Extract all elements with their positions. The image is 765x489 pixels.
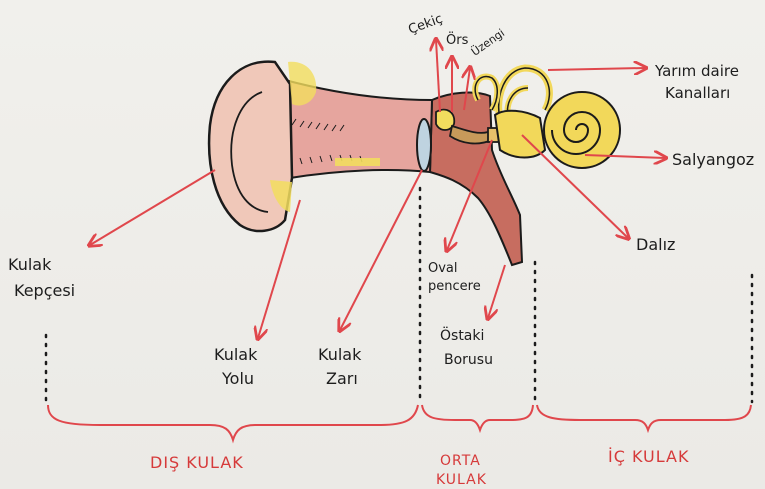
inner-ear (475, 68, 620, 168)
section-dis-kulak: DIŞ KULAK (150, 453, 244, 472)
label-kulak-zari-1: Kulak (318, 345, 362, 364)
label-arrows (90, 40, 665, 338)
label-daliz: Dalız (636, 235, 675, 254)
label-uzengi: Üzengi (469, 26, 507, 58)
eardrum-shape (417, 119, 431, 171)
label-yarim-daire-2: Kanalları (665, 84, 730, 102)
section-ic-kulak: İÇ KULAK (608, 447, 689, 466)
label-ostaki-1: Östaki (440, 326, 484, 344)
label-kulak-kepcesi-2: Kepçesi (14, 281, 75, 300)
label-kulak-kepcesi-1: Kulak (8, 255, 52, 274)
section-dividers (46, 188, 752, 402)
section-orta-kulak-1: ORTA (440, 453, 481, 469)
label-kulak-yolu-1: Kulak (214, 345, 258, 364)
section-orta-kulak-2: KULAK (436, 472, 487, 488)
label-cekic: Çekiç (406, 11, 444, 37)
label-salyangoz: Salyangoz (672, 150, 754, 169)
label-oval-pencere-2: pencere (428, 279, 481, 294)
section-braces (48, 405, 751, 440)
label-kulak-yolu-2: Yolu (221, 369, 254, 388)
label-ors: Örs (446, 31, 469, 48)
label-ostaki-2: Borusu (444, 352, 493, 368)
canal-yellow-band (335, 158, 380, 166)
label-kulak-zari-2: Zarı (326, 369, 358, 388)
label-oval-pencere-1: Oval (428, 261, 458, 276)
label-yarim-daire-1: Yarım daire (654, 62, 739, 80)
auricle-top-yellow (288, 62, 316, 106)
